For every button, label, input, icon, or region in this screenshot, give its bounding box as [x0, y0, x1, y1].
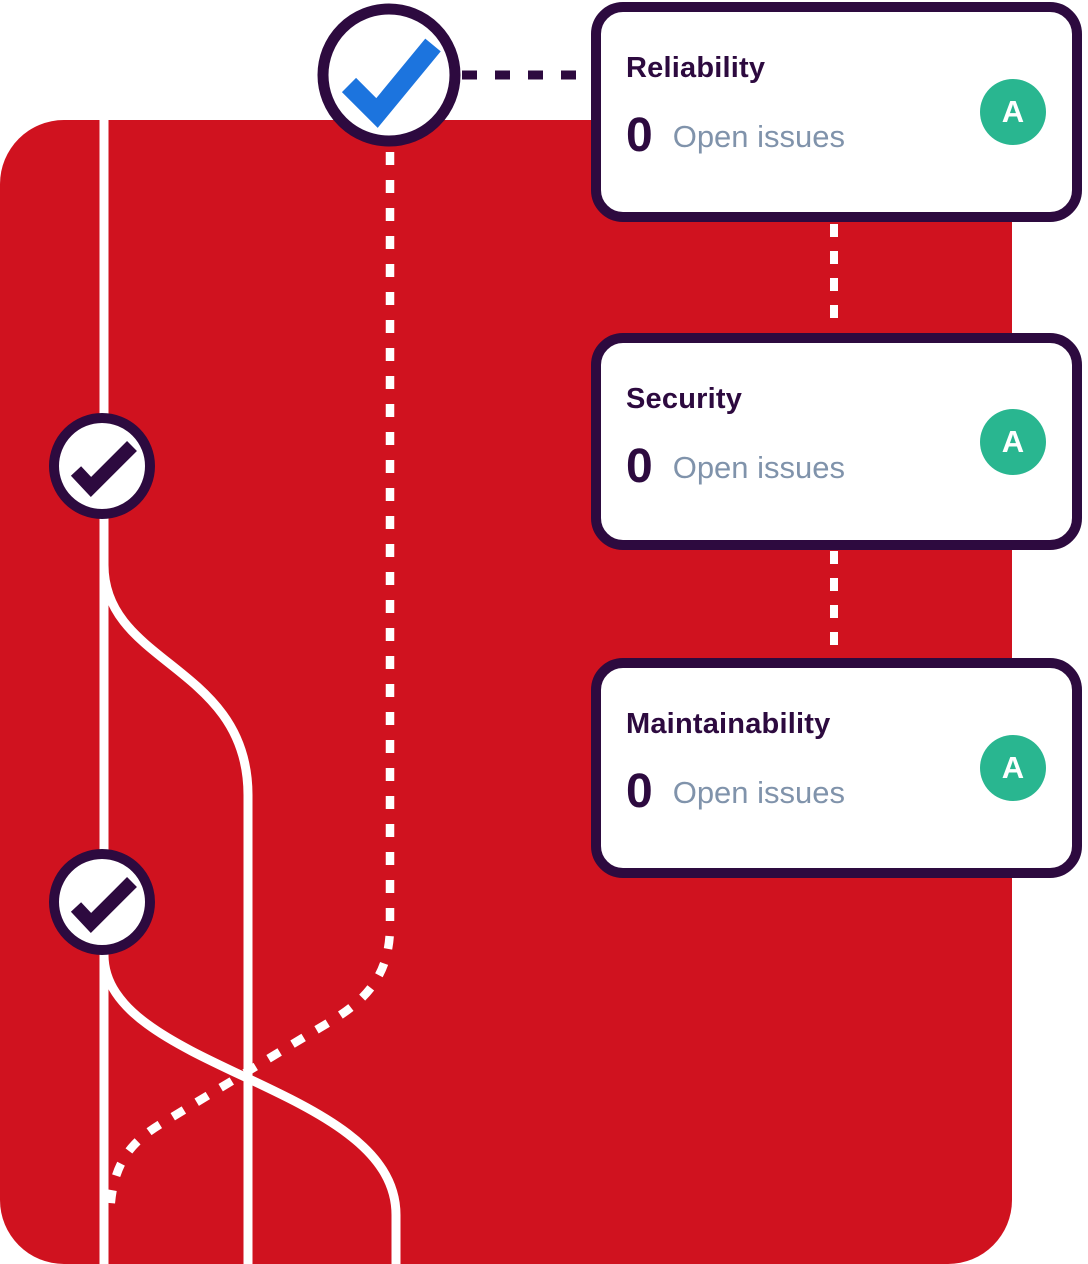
open-issues-count: 0	[626, 109, 653, 162]
check-circle-top-ring	[317, 3, 461, 147]
blue-check-icon	[341, 38, 441, 128]
open-issues-label: Open issues	[672, 774, 846, 810]
dotted-analysis-line	[105, 152, 395, 1219]
check-circle-left-2	[49, 849, 155, 955]
check-icon	[70, 441, 137, 498]
check-circle-left-1	[49, 413, 155, 519]
open-issues-count: 0	[626, 765, 653, 818]
check-circle-left-2-ring	[49, 849, 155, 955]
check-icon	[70, 877, 137, 934]
rating-badge: A	[980, 735, 1046, 801]
open-issues-label: Open issues	[672, 118, 846, 154]
card-metric-row: 0 Open issues	[626, 112, 845, 160]
open-issues-count: 0	[626, 440, 653, 493]
card-title: Security	[626, 383, 743, 415]
check-circle-left-1-ring	[49, 413, 155, 519]
metric-card-security: Security 0 Open issues A	[591, 333, 1082, 550]
rating-badge: A	[980, 408, 1046, 475]
rating-badge: A	[980, 79, 1046, 145]
metric-card-maintainability: Maintainability 0 Open issues A	[591, 658, 1082, 878]
card-title: Maintainability	[626, 708, 831, 740]
metric-card-reliability: Reliability 0 Open issues A	[591, 2, 1082, 222]
card-title: Reliability	[626, 52, 766, 84]
open-issues-label: Open issues	[672, 449, 846, 485]
branch-line-right	[99, 954, 401, 1264]
card-metric-row: 0 Open issues	[626, 768, 845, 816]
branch-line-middle	[99, 564, 253, 1264]
card-metric-row: 0 Open issues	[626, 443, 845, 491]
check-circle-top	[317, 3, 461, 147]
